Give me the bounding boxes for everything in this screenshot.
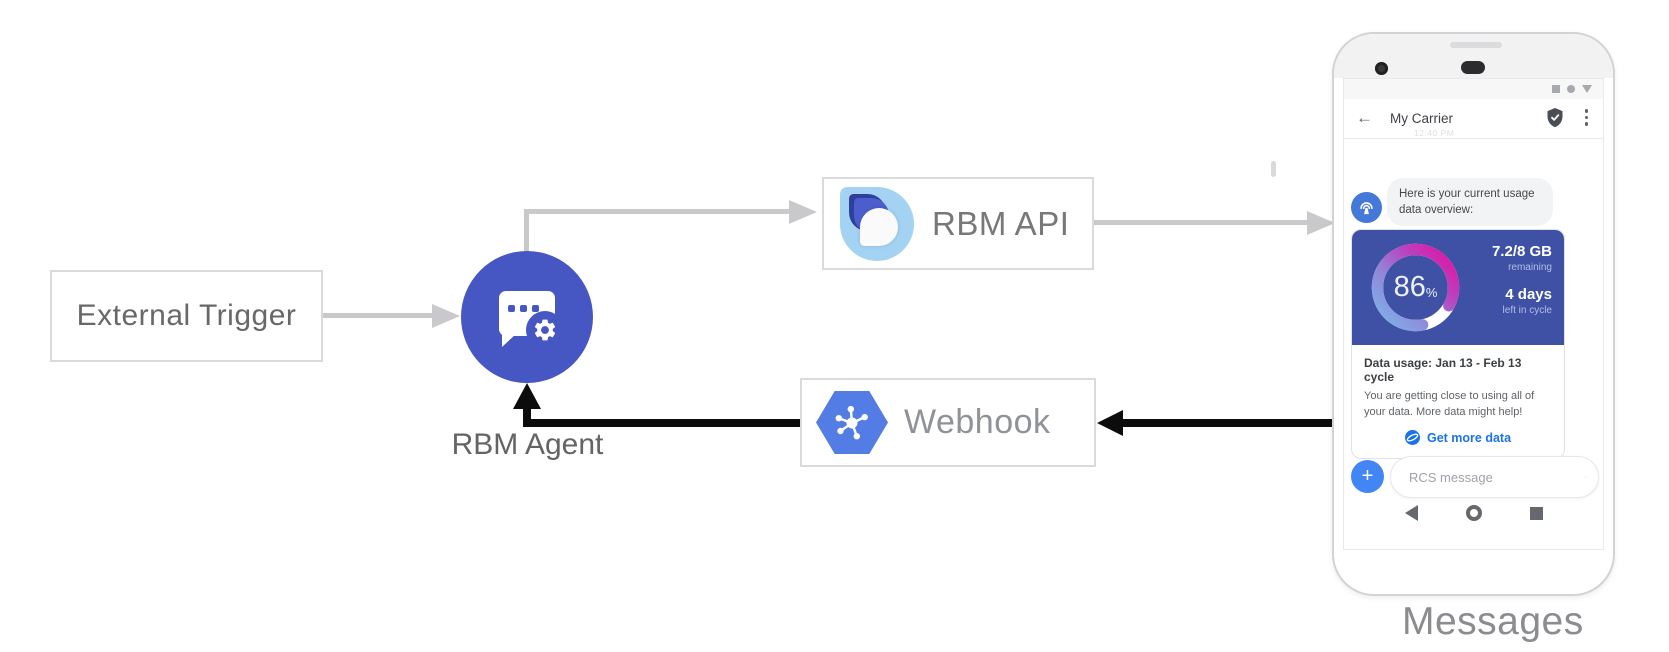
conversation-title: My Carrier [1390,111,1453,126]
connector-agent-up [524,209,529,253]
bubble-dots-icon [499,305,547,312]
usage-gauge-panel: 86% 7.2/8 GB remaining 4 days left in cy… [1352,230,1564,345]
status-triangle-icon [1582,85,1592,93]
back-arrow-icon[interactable]: ← [1356,108,1373,127]
gauge-arc [1371,243,1460,332]
rcs-message-input[interactable] [1409,469,1585,485]
overflow-menu-icon[interactable] [1584,109,1588,126]
usage-rich-card: 86% 7.2/8 GB remaining 4 days left in cy… [1351,229,1565,460]
rbm-agent-label: RBM Agent [451,428,604,461]
ghost-timestamp: 12:40 PM [1414,128,1455,138]
usage-gauge: 86% [1368,240,1463,335]
arrowhead-webhook-to-agent [513,383,541,409]
connector-phone-to-webhook [1122,419,1332,427]
gauge-value: 86% [1393,271,1438,303]
external-trigger-label: External Trigger [76,299,297,332]
arrowhead-api-to-phone [1307,210,1335,235]
connector-webhook-to-agent [523,419,800,427]
node-external-trigger: External Trigger [50,270,323,362]
arrowhead-agent-to-api [789,199,817,224]
connector-api-to-phone [1094,220,1310,225]
speaker-slot-icon [1450,42,1502,48]
node-rbm-agent [461,251,593,383]
node-webhook: Webhook [800,378,1096,467]
phone-side-button [1271,161,1276,177]
arrowhead-trigger-to-agent [432,303,460,328]
send-icon[interactable] [1585,467,1586,487]
cycle-label: left in cycle [1502,305,1552,316]
plus-icon: + [1361,464,1374,487]
connector-agent-to-api [524,209,790,214]
agent-avatar [1351,192,1382,223]
usage-title: Data usage: Jan 13 - Feb 13 cycle [1364,356,1522,384]
usage-card-body: Data usage: Jan 13 - Feb 13 cycle You ar… [1352,345,1564,458]
android-nav-bar [1344,499,1603,527]
get-more-data-button[interactable]: Get more data [1364,430,1552,446]
remaining-label: remaining [1508,262,1552,273]
connector-webhook-up [523,407,531,427]
arrowhead-phone-to-webhook [1097,410,1123,436]
nav-back-icon[interactable] [1404,505,1418,521]
gear-icon [526,311,564,349]
chat-message-bubble: Here is your current usage data overview… [1387,178,1553,227]
nav-home-icon[interactable] [1465,505,1482,521]
phone-frame: ← My Carrier 12:40 PM Here is [1332,32,1615,596]
remaining-value: 7.2/8 GB [1491,243,1552,260]
get-more-data-label: Get more data [1426,430,1512,445]
rbm-api-logo-icon [840,186,914,261]
usage-stats: 7.2/8 GB remaining 4 days left in cycle [1492,243,1552,316]
nav-recents-icon[interactable] [1529,506,1543,520]
earpiece-icon [1461,61,1485,74]
verified-shield-icon [1545,107,1565,129]
message-composer [1390,456,1599,498]
webhook-hexagon-icon [816,391,888,454]
chat-bubble-icon [499,291,564,349]
globe-data-icon [1404,430,1420,446]
connector-trigger-to-agent [323,313,435,318]
rbm-api-label: RBM API [932,204,1070,242]
usage-body-text: You are getting close to using all of yo… [1364,390,1535,418]
status-square-icon [1552,85,1560,93]
cycle-value: 4 days [1505,286,1552,303]
node-rbm-api: RBM API [822,177,1094,270]
status-circle-icon [1567,85,1575,93]
camera-icon [1375,62,1388,75]
add-attachment-button[interactable]: + [1351,460,1384,493]
phone-screen: ← My Carrier 12:40 PM Here is [1343,78,1604,550]
phone-top-bezel [1334,34,1613,78]
messages-caption: Messages [1402,600,1584,643]
app-bar: ← My Carrier 12:40 PM [1344,99,1603,139]
webhook-label: Webhook [904,403,1051,441]
status-bar [1344,79,1603,99]
